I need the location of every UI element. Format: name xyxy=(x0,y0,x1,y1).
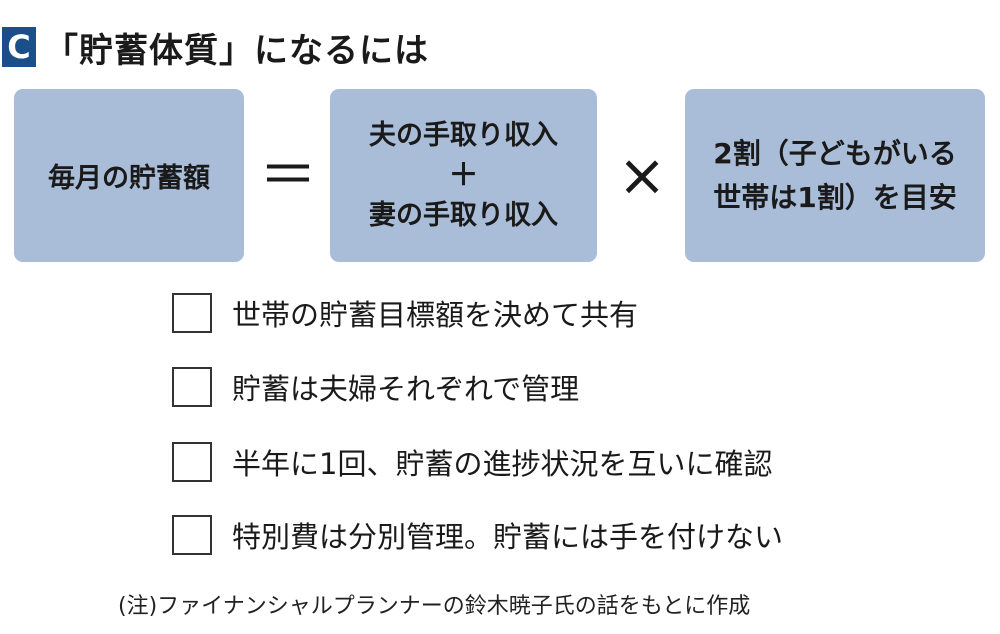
checklist-item-label: 特別費は分別管理。貯蓄には手を付けない xyxy=(232,520,784,554)
checklist-item-label: 貯蓄は夫婦それぞれで管理 xyxy=(232,372,580,406)
ratio-line-2: 世帯は1割）を目安 xyxy=(713,180,957,214)
checkbox[interactable] xyxy=(172,515,212,555)
checklist-item: 世帯の貯蓄目標額を決めて共有 xyxy=(172,290,638,336)
plus-sign: ＋ xyxy=(448,157,479,193)
checklist-item: 特別費は分別管理。貯蓄には手を付けない xyxy=(172,512,783,558)
checklist-item: 半年に1回、貯蓄の進捗状況を互いに確認 xyxy=(172,439,772,485)
source-note: (注)ファイナンシャルプランナーの鈴木暁子氏の話をもとに作成 xyxy=(118,594,751,619)
checklist-item: 貯蓄は夫婦それぞれで管理 xyxy=(172,364,579,410)
page-title: 「貯蓄体質」になるには xyxy=(44,30,429,71)
equals-sign: ＝ xyxy=(258,141,317,209)
ratio-line-1: 2割（子どもがいる xyxy=(713,136,957,170)
ratio-box: 2割（子どもがいる 世帯は1割）を目安 xyxy=(685,89,985,262)
income-box: 夫の手取り収入 ＋ 妻の手取り収入 xyxy=(330,89,597,262)
husband-income-label: 夫の手取り収入 xyxy=(369,119,558,151)
checkbox[interactable] xyxy=(172,367,212,407)
monthly-savings-label: 毎月の貯蓄額 xyxy=(48,163,210,194)
checkbox[interactable] xyxy=(172,442,212,482)
multiply-sign: × xyxy=(617,141,667,209)
checklist-item-label: 半年に1回、貯蓄の進捗状況を互いに確認 xyxy=(232,447,773,481)
wife-income-label: 妻の手取り収入 xyxy=(369,199,558,231)
checkbox[interactable] xyxy=(172,293,212,333)
monthly-savings-box: 毎月の貯蓄額 xyxy=(14,89,244,262)
checklist-item-label: 世帯の貯蓄目標額を決めて共有 xyxy=(232,298,639,332)
section-badge: C xyxy=(2,27,36,67)
header: C 「貯蓄体質」になるには xyxy=(0,22,429,72)
